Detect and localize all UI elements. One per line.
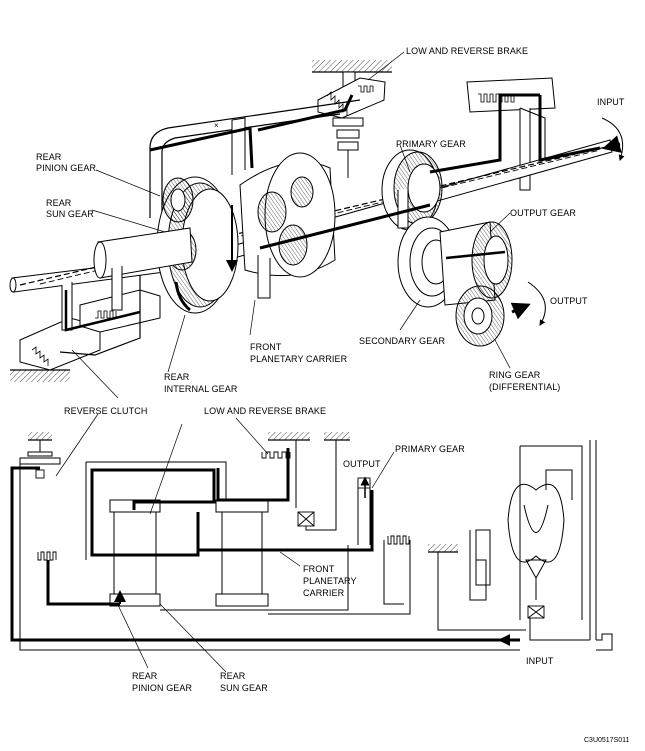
label-rear-pinion-gear-l1: REAR	[36, 152, 62, 162]
label-low-reverse-brake-bottom: LOW AND REVERSE BRAKE	[204, 406, 326, 416]
label-rear-pinion-gear-l2: PINION GEAR	[36, 163, 97, 173]
label-rear-sun-gear-b2: SUN GEAR	[220, 683, 268, 693]
label-output-gear: OUTPUT GEAR	[510, 208, 576, 218]
label-ring-gear-l2: (DIFFERENTIAL)	[489, 382, 560, 392]
label-rear-sun-gear-b1: REAR	[220, 671, 246, 681]
schematic-clutch-glyphs	[35, 451, 545, 619]
input-arrow	[601, 117, 625, 161]
schematic-thin-lines	[19, 440, 613, 651]
label-rear-sun-gear-l1: REAR	[46, 198, 72, 208]
label-primary-gear-top: PRIMARY GEAR	[396, 139, 466, 149]
label-rear-pinion-gear-b1: REAR	[132, 671, 158, 681]
label-front-planetary-carrier-l2: PLANETARY CARRIER	[250, 354, 348, 364]
figure-code: C3U0517S011	[584, 737, 630, 744]
label-secondary-gear: SECONDARY GEAR	[359, 336, 445, 346]
label-front-planetary-carrier-l1: FRONT	[250, 342, 282, 352]
schematic-arrows	[114, 476, 520, 646]
output-gear	[439, 221, 513, 306]
label-rear-sun-gear-l2: SUN GEAR	[46, 209, 94, 219]
schematic-power-flow	[10, 448, 520, 642]
leader-lines-top	[71, 51, 511, 399]
schematic-grounds	[28, 432, 458, 553]
rear-sun-gear-drum	[93, 227, 193, 279]
label-input-bottom: INPUT	[526, 656, 554, 666]
svg-text:×: ×	[214, 121, 219, 130]
schematic-diagram	[10, 413, 613, 673]
reverse-clutch-post	[19, 440, 61, 465]
leader-lines-bottom	[55, 413, 395, 673]
label-ring-gear-l1: RING GEAR	[489, 370, 541, 380]
label-rear-pinion-gear-b2: PINION GEAR	[132, 683, 193, 693]
top-labels: LOW AND REVERSE BRAKE INPUT PRIMARY GEAR…	[36, 46, 625, 394]
front-planetary-carrier	[239, 152, 336, 299]
label-output-bottom: OUTPUT	[343, 459, 381, 469]
label-output-top: OUTPUT	[550, 296, 588, 306]
power-flow-path-top	[64, 93, 601, 332]
label-rear-internal-gear-l1: REAR	[164, 372, 190, 382]
label-primary-gear-bottom: PRIMARY GEAR	[395, 444, 465, 454]
bottom-labels: REVERSE CLUTCH LOW AND REVERSE BRAKE PRI…	[64, 406, 554, 693]
cutaway-illustration: ×	[9, 51, 625, 399]
label-input-top: INPUT	[597, 97, 625, 107]
label-front-planetary-carrier-b2: PLANETARY	[303, 576, 357, 586]
label-rear-internal-gear-l2: INTERNAL GEAR	[164, 384, 238, 394]
output-arrow	[510, 281, 546, 326]
label-reverse-clutch: REVERSE CLUTCH	[64, 406, 147, 416]
label-front-planetary-carrier-b3: CARRIER	[303, 588, 345, 598]
ground-hatch-bottom-left	[10, 369, 70, 382]
ring-gear-differential	[455, 285, 505, 347]
label-low-reverse-brake-top: LOW AND REVERSE BRAKE	[406, 46, 528, 56]
label-front-planetary-carrier-b1: FRONT	[303, 564, 335, 574]
